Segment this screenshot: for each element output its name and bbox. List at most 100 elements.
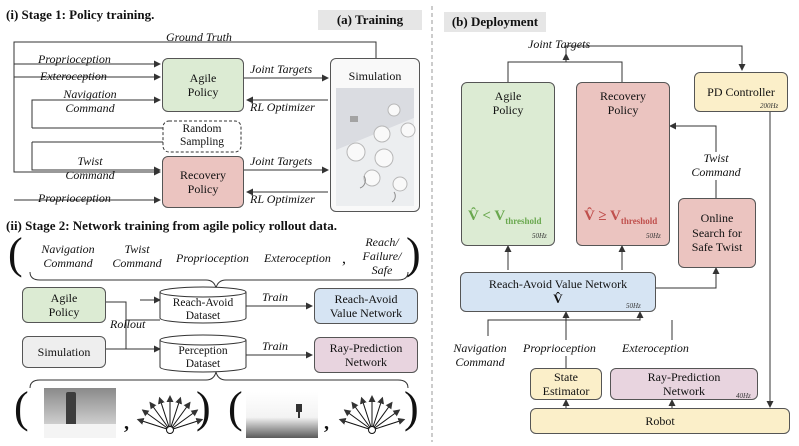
recovery-threshold-sub: threshold xyxy=(620,216,658,226)
paren-close-3: ) xyxy=(404,383,419,432)
ray xyxy=(149,401,171,431)
simulation-box: Simulation xyxy=(330,58,420,212)
deploy-exteroception: Exteroception xyxy=(622,341,689,355)
deploy-recovery-line-2: Policy xyxy=(607,103,639,118)
twist-label-line-2: Command xyxy=(65,167,115,182)
simulation-label: Simulation xyxy=(348,69,402,83)
joint-targets-2-label: Joint Targets xyxy=(250,154,313,168)
s2-simulation-box: Simulation xyxy=(22,336,106,368)
ra-dataset-line-2: Dataset xyxy=(185,310,221,323)
deployment-tag: (b) Deployment xyxy=(444,12,546,32)
ray xyxy=(351,401,373,431)
proprioception-label: Proprioception xyxy=(38,52,111,66)
comma-1: , xyxy=(124,412,129,434)
agile-threshold: V xyxy=(494,208,506,224)
s2-comma: , xyxy=(342,250,346,267)
simulation-render xyxy=(336,88,416,206)
agile-condition: V̂ < Vthreshold xyxy=(468,208,542,226)
s2-navigation-line-1: Navigation xyxy=(41,242,95,256)
s2-navigation-line-2: Command xyxy=(43,255,93,270)
random-sampling-line-1: Random xyxy=(182,123,222,135)
random-sampling-box xyxy=(162,120,242,153)
s2-reach-line-3: Safe xyxy=(371,262,393,277)
agile-op: < xyxy=(482,208,491,224)
stage1-title: (i) Stage 1: Policy training. xyxy=(6,7,155,22)
p-dataset-line-2: Dataset xyxy=(185,358,221,371)
joint-targets-1-label: Joint Targets xyxy=(250,62,313,76)
agile-hz: 50Hz xyxy=(532,232,547,240)
deploy-twist-line-2: Command xyxy=(691,164,741,179)
agile-policy-line-2: Policy xyxy=(187,85,219,99)
s2-ravn-line-2: Value Network xyxy=(329,306,403,320)
perception-dataset-label: Perception Dataset xyxy=(178,345,227,371)
depth-image-2 xyxy=(246,392,318,438)
deploy-nav-line-2: Command xyxy=(455,354,505,369)
rl-optimizer-1-label: RL Optimizer xyxy=(250,100,315,114)
paren-open-2: ( xyxy=(14,383,29,432)
stage2-title: (ii) Stage 2: Network training from agil… xyxy=(6,218,337,233)
ray-fan-1 xyxy=(136,395,204,434)
recovery-hz: 50Hz xyxy=(646,232,661,240)
recovery-policy-line-1: Recovery xyxy=(180,167,226,182)
s2-twist-line-2: Command xyxy=(112,255,162,270)
navigation-command-label: Navigation Command xyxy=(63,87,116,116)
ra-dataset-line-1: Reach-Avoid xyxy=(172,297,234,309)
ray xyxy=(338,418,373,431)
s2-reach-line-1: Reach/ xyxy=(365,235,399,249)
deploy-agile-line-2: Policy xyxy=(492,103,524,118)
robot-box: Robot xyxy=(530,408,790,434)
deploy-twist-command-label: Twist Command xyxy=(691,151,741,180)
train-2-label: Train xyxy=(262,339,289,353)
state-estimator-line-1: State xyxy=(553,369,578,384)
deploy-joint-targets-label: Joint Targets xyxy=(528,37,591,51)
recovery-condition: V̂ ≥ Vthreshold xyxy=(584,208,657,226)
agile-policy-line-1: Agile xyxy=(189,70,217,85)
ray xyxy=(343,409,373,431)
paren-open-3: ( xyxy=(228,383,243,432)
deploy-recovery-line-1: Recovery xyxy=(600,89,646,103)
twist-label-line-1: Twist xyxy=(77,154,103,168)
ray xyxy=(136,418,171,431)
s2-navigation-command: Navigation Command xyxy=(41,242,95,271)
deploy-twist-line-1: Twist xyxy=(703,151,729,165)
s2-ravn-line-1: Reach-Avoid xyxy=(334,291,398,306)
s2-twist-line-1: Twist xyxy=(124,242,150,256)
proprioception-2-label: Proprioception xyxy=(38,191,111,205)
training-tag: (a) Training xyxy=(318,10,422,30)
recovery-threshold: V xyxy=(610,208,621,224)
random-sampling-line-2: Sampling xyxy=(179,136,225,149)
p-dataset-line-1: Perception xyxy=(178,345,228,357)
s2-proprioception: Proprioception xyxy=(176,251,249,265)
depth-image-1 xyxy=(44,388,116,438)
deploy-navigation-command: Navigation Command xyxy=(453,341,506,370)
rollout-label: Rollout xyxy=(110,317,146,331)
deploy-value-network-label: Reach-Avoid Value Network xyxy=(488,277,628,291)
ray xyxy=(371,418,406,431)
paren-close-2: ) xyxy=(196,383,211,432)
rl-optimizer-2-label: RL Optimizer xyxy=(250,192,315,206)
reach-avoid-dataset-label: Reach-Avoid Dataset xyxy=(173,297,233,323)
paren-close-1: ) xyxy=(406,229,421,278)
ray xyxy=(169,418,204,431)
ray xyxy=(169,396,182,431)
exteroception-label: Exteroception xyxy=(40,69,107,83)
ray-origin xyxy=(166,426,174,434)
ray xyxy=(169,401,191,431)
reach-avoid-dataset-cylinder xyxy=(159,286,247,324)
pd-controller-label: PD Controller xyxy=(707,84,775,99)
s2-agile-line-2: Policy xyxy=(48,305,80,319)
navigation-label-line-2: Command xyxy=(65,100,115,115)
ray xyxy=(371,409,401,431)
ray-fan-2 xyxy=(338,395,406,434)
s2-rpn-line-2: Network xyxy=(345,355,387,369)
robot-label: Robot xyxy=(645,413,675,428)
deploy-agile-line-1: Agile xyxy=(494,89,522,103)
recovery-v-hat: V̂ xyxy=(584,208,595,224)
recovery-policy-line-2: Policy xyxy=(187,182,219,196)
perception-dataset-cylinder xyxy=(159,334,247,373)
random-sampling-label: Random Sampling xyxy=(180,123,224,149)
